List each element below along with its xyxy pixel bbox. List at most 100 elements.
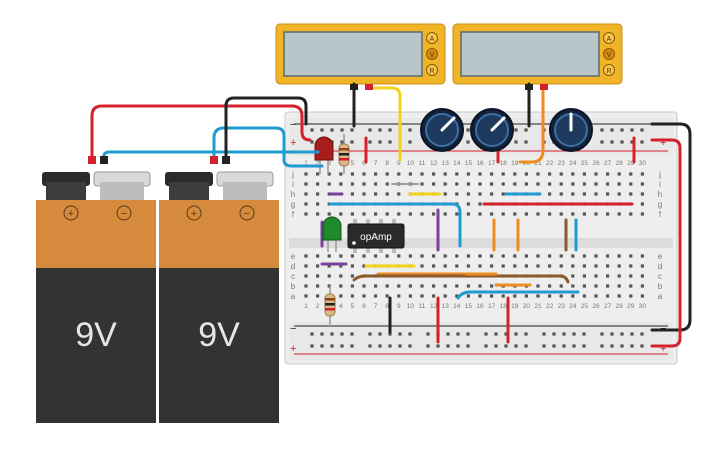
breadboard-hole[interactable] — [640, 294, 644, 298]
breadboard-hole[interactable] — [524, 264, 528, 268]
breadboard-hole[interactable] — [443, 212, 447, 216]
breadboard-hole[interactable] — [478, 284, 482, 288]
breadboard-hole[interactable] — [582, 274, 586, 278]
breadboard-hole[interactable] — [339, 212, 343, 216]
rail-hole[interactable] — [340, 140, 344, 144]
rail-hole[interactable] — [562, 344, 566, 348]
breadboard-hole[interactable] — [559, 182, 563, 186]
wire-blue[interactable] — [456, 290, 580, 300]
breadboard-hole[interactable] — [548, 172, 552, 176]
breadboard-hole[interactable] — [420, 172, 424, 176]
breadboard-hole[interactable] — [548, 284, 552, 288]
breadboard-hole[interactable] — [617, 192, 621, 196]
breadboard-hole[interactable] — [501, 172, 505, 176]
rail-hole[interactable] — [340, 128, 344, 132]
breadboard-hole[interactable] — [420, 212, 424, 216]
rail-hole[interactable] — [408, 128, 412, 132]
rail-hole[interactable] — [466, 332, 470, 336]
breadboard-hole[interactable] — [559, 254, 563, 258]
battery-1-positive-wire[interactable] — [90, 104, 312, 164]
opamp-chip[interactable]: opAmp — [347, 219, 405, 253]
battery-wires[interactable] — [90, 96, 324, 168]
breadboard-hole[interactable] — [490, 212, 494, 216]
rail-hole[interactable] — [494, 332, 498, 336]
breadboard-hole[interactable] — [397, 212, 401, 216]
breadboard-hole[interactable] — [339, 182, 343, 186]
breadboard-hole[interactable] — [548, 264, 552, 268]
breadboard-hole[interactable] — [629, 264, 633, 268]
rail-hole[interactable] — [572, 344, 576, 348]
breadboard-hole[interactable] — [327, 274, 331, 278]
breadboard-hole[interactable] — [455, 192, 459, 196]
breadboard-hole[interactable] — [640, 172, 644, 176]
rail-hole[interactable] — [388, 344, 392, 348]
rail-hole[interactable] — [456, 332, 460, 336]
breadboard-hole[interactable] — [559, 192, 563, 196]
rail-hole[interactable] — [582, 332, 586, 336]
breadboard-hole[interactable] — [420, 264, 424, 268]
rail-hole[interactable] — [610, 128, 614, 132]
breadboard-hole[interactable] — [362, 284, 366, 288]
breadboard-hole[interactable] — [327, 254, 331, 258]
rail-hole[interactable] — [330, 332, 334, 336]
breadboard-hole[interactable] — [478, 212, 482, 216]
breadboard-hole[interactable] — [432, 254, 436, 258]
wire-black-rail[interactable] — [650, 122, 692, 332]
rail-hole[interactable] — [620, 128, 624, 132]
rail-hole[interactable] — [514, 332, 518, 336]
breadboard-hole[interactable] — [490, 182, 494, 186]
breadboard-hole[interactable] — [385, 284, 389, 288]
breadboard-hole[interactable] — [629, 182, 633, 186]
breadboard-hole[interactable] — [385, 212, 389, 216]
breadboard-hole[interactable] — [640, 202, 644, 206]
breadboard-hole[interactable] — [339, 294, 343, 298]
rail-hole[interactable] — [524, 140, 528, 144]
breadboard-hole[interactable] — [582, 212, 586, 216]
mode-r-button[interactable] — [603, 64, 615, 76]
rail-hole[interactable] — [620, 332, 624, 336]
breadboard-hole[interactable] — [408, 254, 412, 258]
breadboard-hole[interactable] — [455, 264, 459, 268]
breadboard-hole[interactable] — [316, 274, 320, 278]
breadboard-hole[interactable] — [397, 284, 401, 288]
breadboard-hole[interactable] — [350, 264, 354, 268]
breadboard-hole[interactable] — [455, 172, 459, 176]
rail-hole[interactable] — [378, 128, 382, 132]
mode-a-button[interactable] — [426, 32, 438, 44]
rail-hole[interactable] — [350, 344, 354, 348]
wire-brown[interactable] — [352, 274, 570, 284]
rail-hole[interactable] — [466, 128, 470, 132]
breadboard-hole[interactable] — [617, 274, 621, 278]
rail-hole[interactable] — [630, 344, 634, 348]
breadboard-hole[interactable] — [513, 294, 517, 298]
breadboard-hole[interactable] — [606, 192, 610, 196]
battery-2-positive-wire[interactable] — [212, 126, 324, 168]
breadboard-hole[interactable] — [606, 212, 610, 216]
battery-2-negative-wire[interactable] — [224, 96, 308, 164]
breadboard-hole[interactable] — [466, 294, 470, 298]
breadboard-hole[interactable] — [304, 182, 308, 186]
rail-hole[interactable] — [610, 140, 614, 144]
breadboard-hole[interactable] — [548, 182, 552, 186]
potentiometer-1[interactable] — [420, 108, 464, 152]
breadboard-hole[interactable] — [385, 182, 389, 186]
mode-r-button[interactable] — [426, 64, 438, 76]
breadboard-hole[interactable] — [466, 264, 470, 268]
wire-red-rail[interactable] — [650, 138, 682, 348]
breadboard-hole[interactable] — [490, 284, 494, 288]
breadboard-hole[interactable] — [594, 284, 598, 288]
rail-hole[interactable] — [320, 128, 324, 132]
breadboard-hole[interactable] — [304, 254, 308, 258]
breadboard-hole[interactable] — [629, 212, 633, 216]
breadboard-hole[interactable] — [606, 264, 610, 268]
breadboard-wires[interactable] — [320, 122, 692, 348]
breadboard-hole[interactable] — [571, 182, 575, 186]
rail-hole[interactable] — [378, 344, 382, 348]
rail-hole[interactable] — [542, 344, 546, 348]
rail-hole[interactable] — [552, 344, 556, 348]
breadboard-hole[interactable] — [443, 254, 447, 258]
breadboard-hole[interactable] — [582, 284, 586, 288]
breadboard-hole[interactable] — [559, 284, 563, 288]
breadboard-hole[interactable] — [513, 254, 517, 258]
rail-hole[interactable] — [350, 128, 354, 132]
